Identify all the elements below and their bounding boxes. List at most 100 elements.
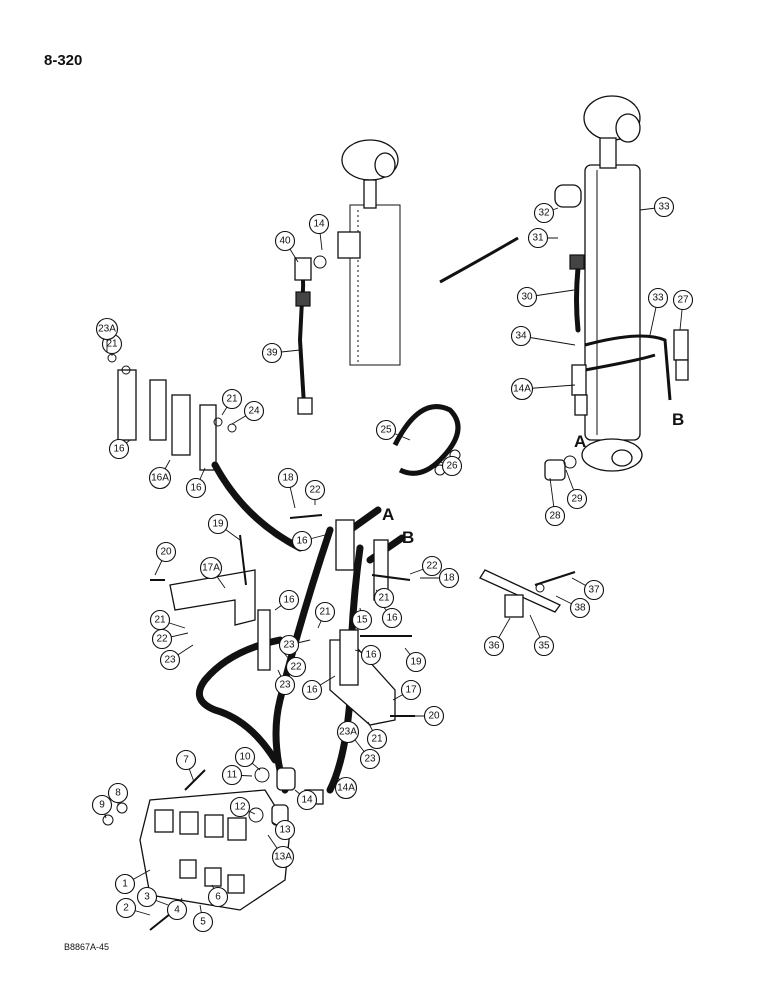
callout-label: 20 [160,547,172,558]
callout-1: 1 [114,869,151,895]
callout-23a: 23A [336,714,360,744]
callout-label: 21 [154,615,166,626]
callout-4: 4 [166,897,188,921]
callout-36: 36 [483,617,511,657]
bolts [149,514,415,931]
callout-35: 35 [529,614,555,657]
callout-8: 8 [107,782,129,806]
callout-label: 21 [371,734,383,745]
callout-balloon [95,317,119,341]
callout-28: 28 [544,477,566,527]
callout-31: 31 [527,227,558,249]
callout-label: 16 [365,650,377,661]
callout-balloon [115,897,137,919]
callout-33: 33 [639,196,675,218]
callout-balloon [423,705,445,727]
callout-label: 8 [115,788,121,799]
callout-label: 22 [426,561,438,572]
callout-balloon [261,342,283,364]
callout-balloon [207,513,229,535]
callout-label: 22 [290,662,302,673]
callout-15: 15 [351,607,373,631]
callout-balloon [314,601,336,623]
callout-label: 24 [248,406,260,417]
callout-20: 20 [154,541,177,576]
callout-balloon [647,287,669,309]
callout-19: 19 [404,647,427,673]
callout-23: 23 [159,644,194,671]
callout-label: 20 [428,711,440,722]
callout-label: 23 [283,640,295,651]
callout-label: 18 [282,473,294,484]
callout-9: 9 [91,794,113,819]
callout-label: 12 [234,802,246,813]
callout-label: 16 [283,595,295,606]
callout-label: 39 [266,348,278,359]
callout-balloon [366,728,388,750]
callout-26: 26 [439,455,463,477]
callout-23: 23 [278,634,311,656]
callout-balloon [301,679,323,701]
callout-22: 22 [282,651,307,678]
tube-38 [294,255,327,415]
callout-label: 11 [227,770,238,781]
callout-label: 18 [443,573,455,584]
callout-balloon [91,794,113,816]
callout-17a: 17A [199,556,226,589]
callout-label: 15 [356,615,368,626]
callout-37: 37 [571,577,605,601]
callout-label: 40 [279,236,291,247]
callout-21: 21 [149,609,186,631]
callout-27: 27 [672,289,694,331]
callout-balloon [375,419,397,441]
callout-label: 22 [156,634,168,645]
callout-label: 10 [239,752,251,763]
callout-balloon [527,227,549,249]
callout-label: 35 [538,641,550,652]
callout-16: 16 [108,438,131,460]
callout-label: 23 [279,680,291,691]
callout-25: 25 [375,419,411,441]
callout-label: 16A [151,473,169,484]
bracket-17A [169,569,256,626]
callout-balloon [185,477,207,499]
callout-label: 23A [339,727,357,738]
callout-balloon [278,589,300,611]
callout-33: 33 [647,287,669,336]
callout-16: 16 [291,530,326,552]
callout-balloon [510,377,534,401]
callout-label: 31 [532,233,544,244]
callout-2: 2 [115,897,151,919]
callout-balloon [381,607,403,629]
callout-balloon [533,202,555,224]
callout-balloon [192,911,214,933]
callout-6: 6 [207,884,229,908]
callout-label: 19 [212,519,224,530]
callout-balloon [421,555,443,577]
callout-22: 22 [151,628,189,650]
callout-label: 16 [386,613,398,624]
callout-balloon [277,467,299,489]
callout-balloon [136,886,158,908]
callout-balloon [155,541,177,563]
callout-18: 18 [420,567,460,589]
callout-balloon [114,873,136,895]
callout-label: 34 [515,331,527,342]
callout-label: 9 [99,800,105,811]
callout-balloon [441,455,463,477]
callout-11: 11 [221,764,253,786]
callout-balloon [336,720,360,744]
callout-balloon [221,388,243,410]
callout-balloon [516,286,538,308]
callout-balloon [544,505,566,527]
callout-balloon [278,634,300,656]
callout-balloon [304,479,326,501]
callout-17: 17 [392,679,422,701]
callout-label: 28 [549,511,561,522]
callout-label: 22 [309,485,321,496]
left-cylinder [337,139,401,366]
callout-14a: 14A [334,774,358,800]
callout-label: 4 [174,905,180,916]
callout-balloon [274,230,296,252]
callout-7: 7 [175,749,197,783]
